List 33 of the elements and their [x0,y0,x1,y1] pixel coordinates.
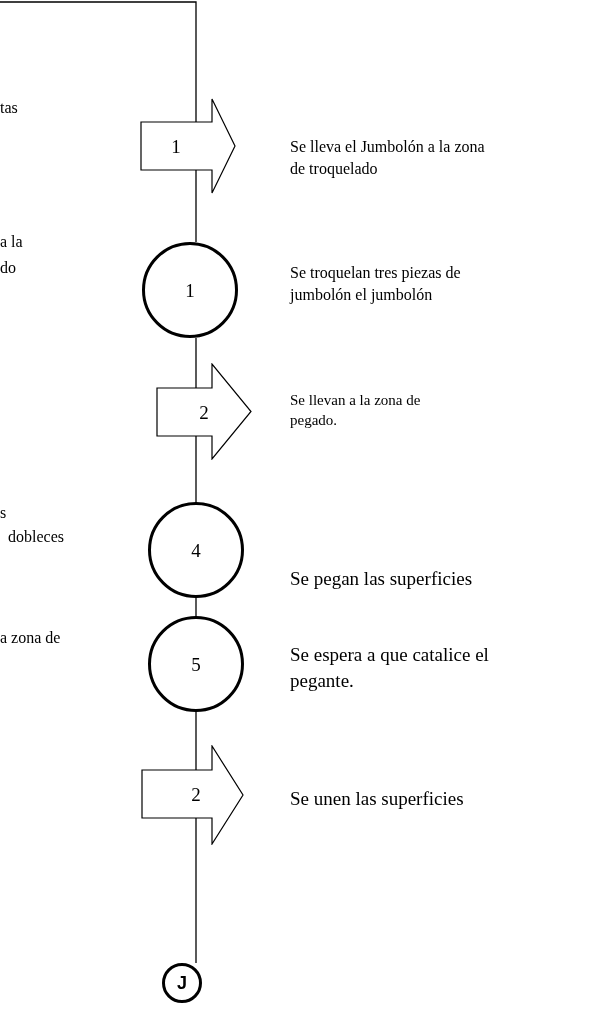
step-description: Se lleva el Jumbolón a la zona de troquelado [290,137,486,180]
cut-off-text: tas [0,100,18,116]
cut-off-text: do [0,260,16,276]
step-number: 1 [185,280,195,300]
transport-arrow [156,363,252,460]
step-description: Se pegan las superficies [290,567,474,591]
flow-line [195,435,197,503]
operation-circle [142,242,238,338]
transport-arrow [141,745,244,845]
step-description: Se llevan a la zona de pegado. [290,391,422,431]
flow-line [195,711,197,771]
step-description: Se troquelan tres piezas de jumbolón el jumbolón [290,263,462,306]
step-number: 2 [191,784,201,804]
connector-letter: J [177,974,187,992]
flow-line [195,597,197,617]
flow-line [195,169,197,243]
step-number: 1 [171,136,181,156]
step-description: Se espera a que catalice el pegante. [290,643,490,693]
step-description: Se unen las superficies [290,787,465,811]
connector-circle [162,963,202,1003]
step-number: 4 [191,540,201,560]
operation-circle [148,502,244,598]
step-number: 2 [199,402,209,422]
flow-line [195,817,197,964]
transport-arrow [140,98,236,194]
flow-line [195,337,197,389]
step-number: 5 [191,654,201,674]
operation-circle [148,616,244,712]
cut-off-text: a zona de [0,630,61,646]
cut-off-text: s [0,505,7,521]
flow-line [0,1,197,123]
cut-off-text: a la [0,234,23,250]
cut-off-text: dobleces [8,529,64,545]
